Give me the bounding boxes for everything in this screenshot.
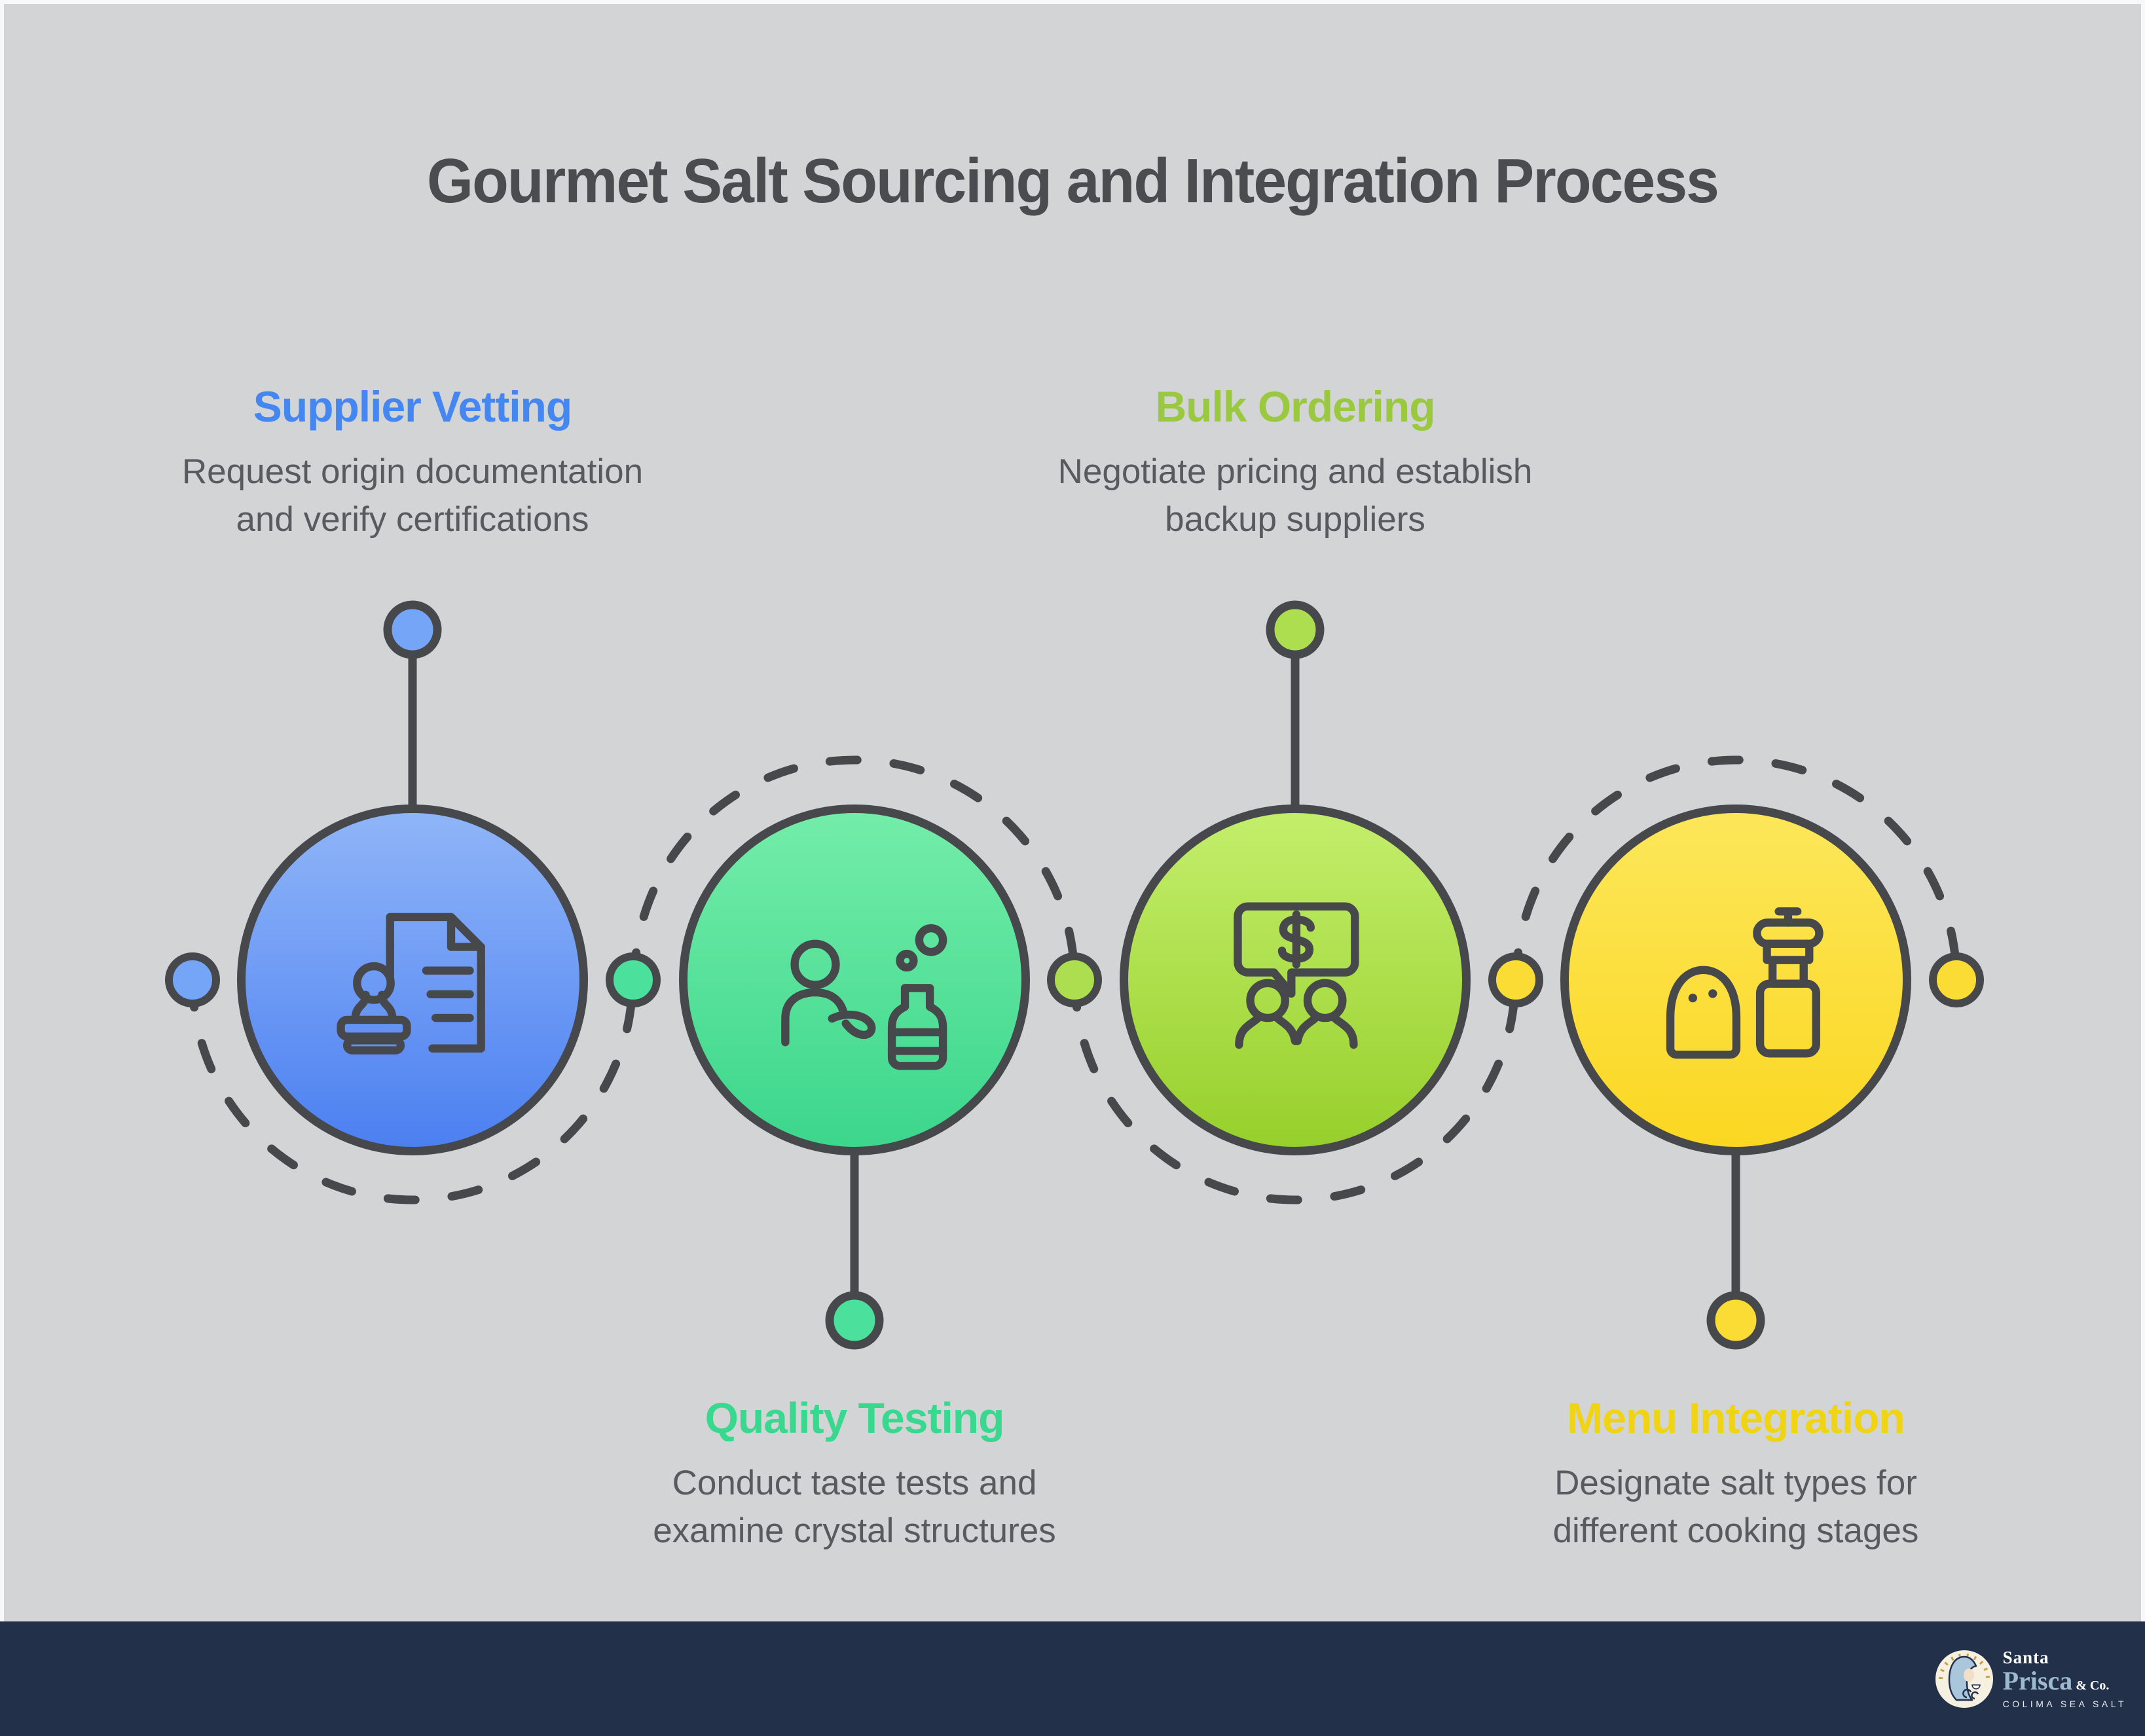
orbit-arc-3 [1071,975,1520,1204]
salt-shaker-grinder-icon [1666,907,1824,1059]
price-negotiation-icon [1234,902,1359,1049]
step-description-line2: and verify certifications [236,499,589,539]
step-description-line1: Request origin documentation [181,452,644,491]
dashed-orbit-paths [188,755,1961,1204]
step-description-line1: Designate salt types for [1554,1463,1917,1502]
orbit-dot-right-yellow [1929,952,1984,1007]
step-label-supplier-vetting: Supplier Vetting Request origin document… [111,383,714,543]
orbit-node-dots [165,952,1984,1007]
step-title: Bulk Ordering [1155,382,1435,431]
step-description-line1: Negotiate pricing and establish [1057,452,1533,491]
step-description-line2: different cooking stages [1552,1511,1919,1550]
orbit-arc-4 [1512,755,1961,985]
orbit-dot-yellow [1488,952,1543,1007]
anchor-dot-step2 [825,1291,884,1350]
orbit-arc-2 [630,755,1079,985]
orbit-arc-1 [188,975,637,1204]
step-circle-menu-integration [1560,805,1911,1155]
step-label-quality-testing: Quality Testing Conduct taste tests and … [553,1394,1156,1555]
step-description-line1: Conduct taste tests and [672,1463,1037,1502]
brand-name-top: Santa [2002,1647,2049,1667]
orbit-dot-left-blue [165,952,220,1007]
orbit-dot-green [606,952,661,1007]
brand-text-block: Santa Prisca & Co. COLIMA SEA SALT [2002,1647,2127,1709]
step-circle-supplier-vetting [237,805,588,1155]
label-anchor-dots [383,600,1765,1350]
step-description: Negotiate pricing and establish backup s… [994,448,1596,543]
anchor-dot-step4 [1706,1291,1765,1350]
anchor-dot-step1 [383,600,442,659]
brand-name-row: Prisca & Co. [2002,1665,2127,1695]
brand-tagline: COLIMA SEA SALT [2002,1698,2127,1709]
step-title: Supplier Vetting [253,382,572,431]
page-title: Gourmet Salt Sourcing and Integration Pr… [427,146,1719,216]
step-description: Request origin documentation and verify … [111,448,714,543]
footer-bar: Santa Prisca & Co. COLIMA SEA SALT [0,1621,2145,1736]
step-label-bulk-ordering: Bulk Ordering Negotiate pricing and esta… [994,383,1596,543]
step-description-line2: examine crystal structures [653,1511,1056,1550]
brand-name-main: Prisca [2002,1665,2073,1695]
step-circle-quality-testing [679,805,1030,1155]
step-title: Quality Testing [705,1394,1005,1442]
stamp-document-icon [337,913,485,1055]
step-title: Menu Integration [1567,1394,1905,1442]
step-description: Conduct taste tests and examine crystal … [553,1459,1156,1555]
taste-test-icon [781,924,947,1070]
anchor-dot-step3 [1266,600,1325,659]
step-description-line2: backup suppliers [1165,499,1425,539]
santa-prisca-logo: Santa Prisca & Co. COLIMA SEA SALT [1934,1647,2127,1709]
orbit-dot-lime [1047,952,1102,1007]
step-circle-bulk-ordering [1120,805,1471,1155]
step-label-menu-integration: Menu Integration Designate salt types fo… [1435,1394,2037,1555]
madonna-emblem-icon [1935,1650,1993,1708]
step-description: Designate salt types for different cooki… [1435,1459,2037,1555]
brand-name-suffix: & Co. [2076,1678,2110,1693]
